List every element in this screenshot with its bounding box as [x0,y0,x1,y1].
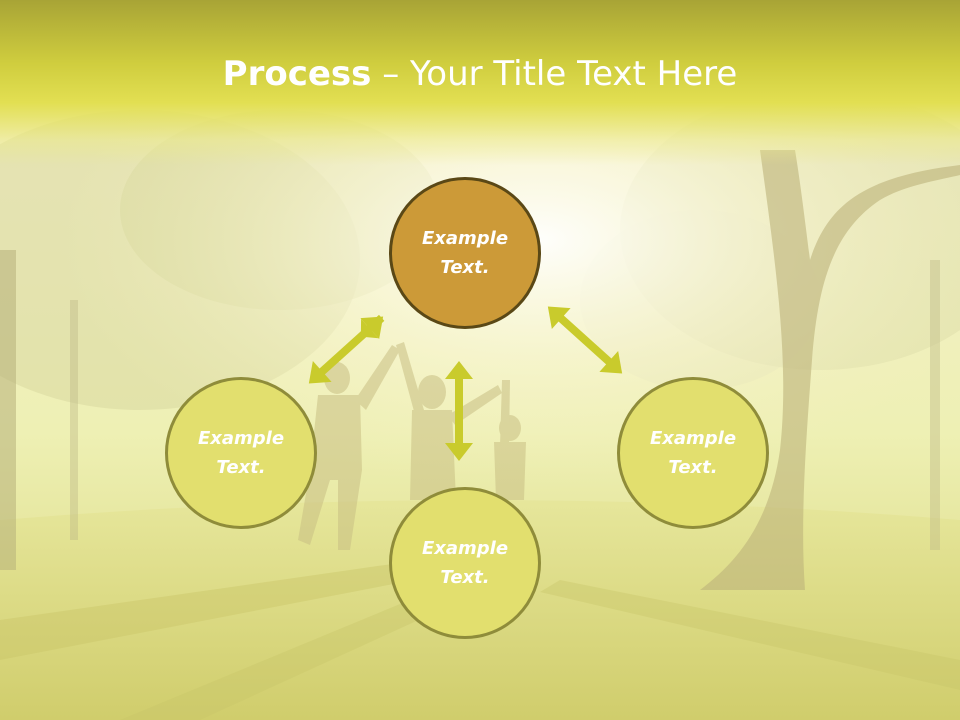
title-band [0,0,960,165]
title-separator: – [371,54,411,94]
title-rest: Your Title Text Here [410,54,738,94]
circle-top-line2: Text. [440,257,490,278]
title-bold: Process [222,54,372,94]
slide-title: Process – Your Title Text Here [0,52,960,96]
circle-bottom-line2: Text. [440,567,490,588]
circle-top-line1: Example [421,228,509,249]
arrow-vertical [445,361,473,461]
circle-left-line2: Text. [216,457,266,478]
arrow-top-right [547,306,623,374]
arrow-top-left [308,314,385,384]
circle-right-line1: Example [649,428,737,449]
circle-left-line1: Example [197,428,285,449]
circle-bottom-line1: Example [421,538,509,559]
circle-right-line2: Text. [668,457,718,478]
